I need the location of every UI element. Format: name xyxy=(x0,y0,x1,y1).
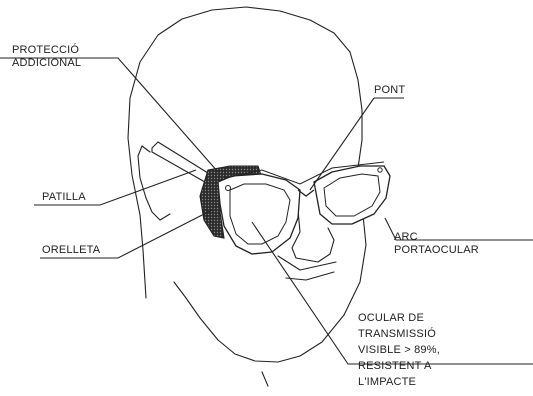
label-line: PONT xyxy=(374,84,405,97)
label-line: PROTECCIÓ xyxy=(12,44,81,57)
label-orelleta: ORELLETA xyxy=(42,244,100,257)
label-line: ORELLETA xyxy=(42,244,100,257)
label-line: OCULAR DE xyxy=(358,310,440,326)
label-ocular-transmissio: OCULAR DE TRANSMISSIÓ VISIBLE > 89%, RES… xyxy=(358,310,440,390)
leader-line-proteccio xyxy=(0,58,218,172)
chin-line xyxy=(262,372,268,386)
label-line: PORTAOCULAR xyxy=(394,244,479,257)
label-line: TRANSMISSIÓ xyxy=(358,326,440,342)
label-line: L'IMPACTE xyxy=(358,374,440,390)
mouth-line xyxy=(278,256,336,270)
head-outline xyxy=(128,7,362,298)
label-pont: PONT xyxy=(374,84,405,97)
hinge-screw xyxy=(378,168,382,172)
label-patilla: PATILLA xyxy=(42,191,86,204)
label-line: ADDICIONAL xyxy=(12,57,81,70)
label-line: ARC xyxy=(394,231,479,244)
ear-outline xyxy=(138,146,170,220)
label-line: RESISTENT A xyxy=(358,358,440,374)
label-arc-portaocular: ARC PORTAOCULAR xyxy=(394,231,479,257)
label-line: PATILLA xyxy=(42,191,86,204)
label-proteccio-addicional: PROTECCIÓ ADDICIONAL xyxy=(12,44,81,70)
mustache-line xyxy=(286,272,334,280)
hinge-screw xyxy=(226,186,231,191)
label-line: VISIBLE > 89%, xyxy=(358,342,440,358)
